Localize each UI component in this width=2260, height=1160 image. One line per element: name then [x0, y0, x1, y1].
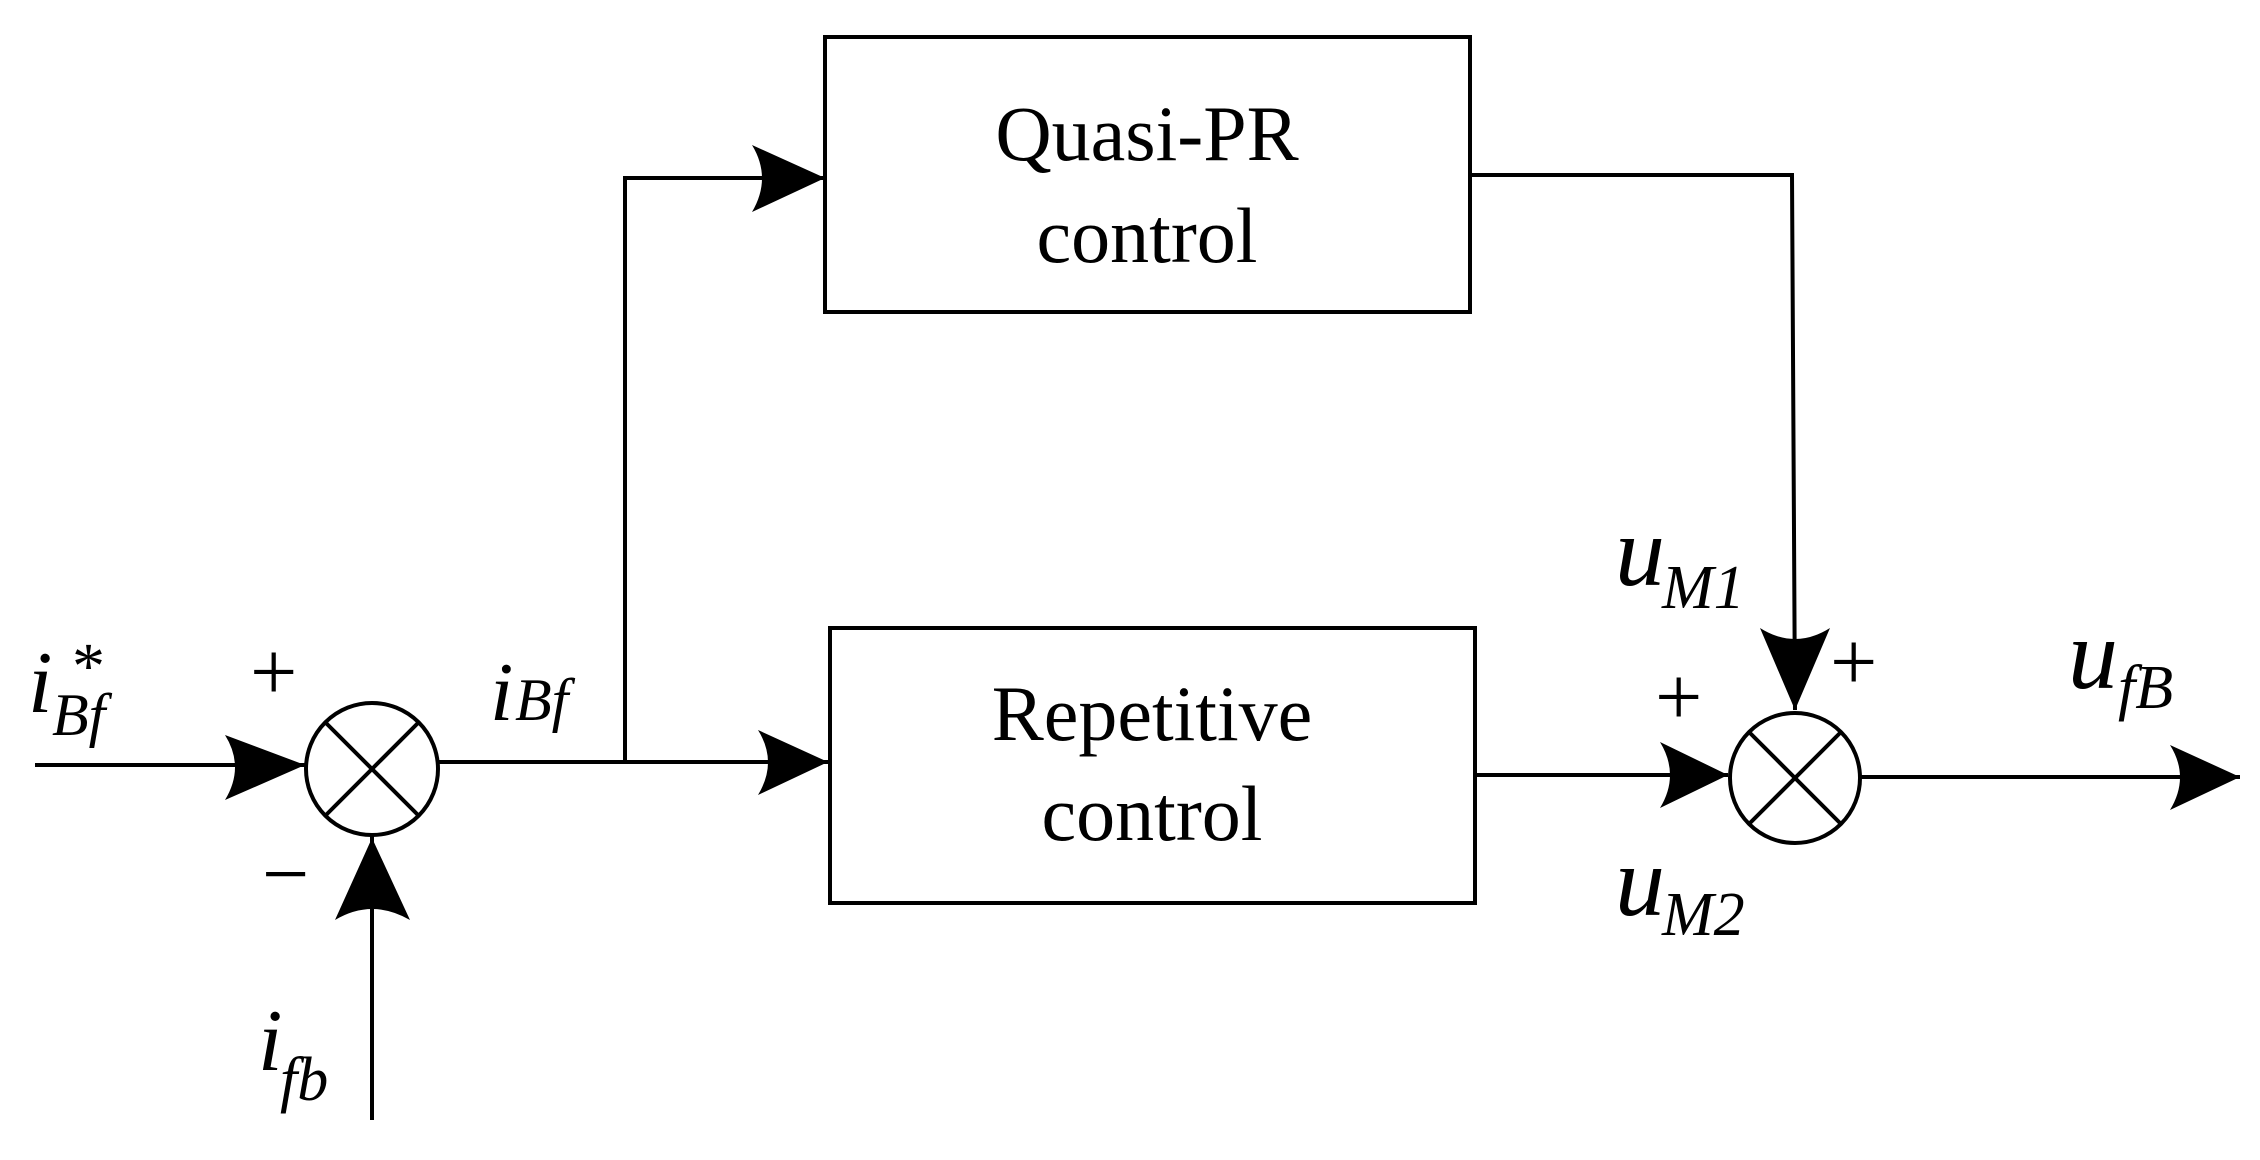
svg-text:i: i [28, 635, 52, 732]
um1-signal-line [1470, 173, 1797, 711]
svg-text:i: i [258, 993, 282, 1090]
repetitive-block [828, 626, 1477, 905]
sum1-minus-sign: − [262, 828, 309, 921]
svg-text:M1: M1 [1661, 554, 1745, 622]
svg-text:u: u [2068, 599, 2118, 710]
error-signal-label: i Bf [490, 646, 576, 739]
svg-text:fB: fB [2118, 654, 2173, 722]
output-arrowhead [2170, 745, 2240, 810]
repetitive-label-line1: Repetitive [992, 670, 1313, 757]
svg-text:*: * [72, 630, 105, 703]
summing-junction-1 [304, 701, 440, 837]
quasi-pr-label-line1: Quasi-PR [995, 90, 1298, 177]
repetitive-label-line2: control [1042, 770, 1263, 857]
um1-arrowhead [1760, 628, 1830, 710]
reference-signal-label: i Bf * [28, 630, 113, 748]
quasi-pr-label-line2: control [1037, 192, 1258, 279]
um2-label: u M2 [1615, 826, 1745, 949]
svg-text:M2: M2 [1661, 881, 1745, 949]
svg-text:i: i [490, 646, 513, 739]
um2-arrowhead [1660, 742, 1728, 808]
repetitive-input-arrowhead [758, 730, 828, 795]
summing-junction-2 [1728, 711, 1862, 845]
sum2-plus-top-sign: + [1830, 616, 1877, 709]
quasi-pr-block [823, 35, 1472, 314]
svg-text:fb: fb [280, 1046, 328, 1114]
um1-label: u M1 [1615, 496, 1745, 622]
output-signal-label: u fB [2068, 599, 2173, 722]
branch-to-quasi-pr-line [623, 176, 825, 762]
sum1-plus-sign: + [250, 626, 297, 719]
sum2-plus-left-sign: + [1655, 651, 1702, 744]
svg-text:Bf: Bf [515, 667, 576, 733]
feedback-signal-label: i fb [258, 993, 328, 1114]
svg-text:u: u [1615, 496, 1665, 607]
feedback-arrowhead [335, 838, 410, 920]
svg-text:Bf: Bf [52, 682, 113, 748]
quasi-pr-input-arrowhead [752, 145, 825, 212]
svg-text:u: u [1615, 826, 1665, 937]
reference-arrowhead [225, 735, 305, 800]
